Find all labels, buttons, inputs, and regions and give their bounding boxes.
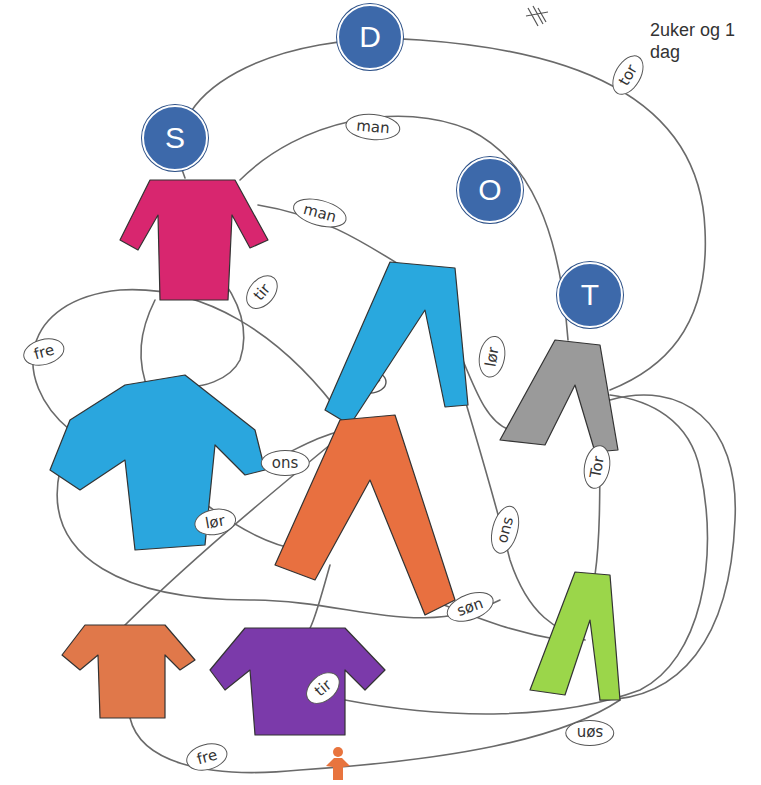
day-bubble: man: [290, 193, 350, 232]
day-name: fre: [195, 746, 219, 769]
day-name: lør: [204, 511, 226, 532]
day-name: tor: [615, 61, 641, 88]
day-bubble: tor: [606, 50, 650, 100]
day-bubble: søn: [566, 720, 615, 746]
day-bubble: fre: [20, 334, 68, 370]
green-pants: [530, 572, 620, 700]
day-bubble: ons: [486, 503, 524, 557]
note-text: 2uker og 1 dag: [650, 20, 750, 63]
day-bubble: tir: [240, 269, 284, 315]
day-bubble: ons: [261, 450, 310, 476]
figure-head: [333, 747, 343, 757]
wire: [130, 700, 620, 773]
circle-letter: D: [359, 22, 381, 52]
letter-circle: S: [142, 105, 208, 171]
circle-letter: S: [165, 123, 185, 153]
grey-pants: [500, 340, 618, 452]
figure-body: [326, 758, 350, 780]
day-name: lør: [481, 346, 502, 368]
letter-circle: T: [557, 262, 623, 328]
day-name: ons: [272, 454, 299, 472]
orange-shirt: [62, 625, 195, 718]
day-name: man: [302, 200, 339, 226]
scribble: [526, 6, 548, 26]
day-name: ons: [493, 515, 517, 545]
day-bubble: lør: [476, 334, 509, 379]
wire: [600, 395, 735, 700]
circle-letter: T: [581, 280, 599, 310]
day-bubble: fre: [183, 739, 231, 775]
day-name: man: [356, 117, 391, 138]
letter-circle: O: [457, 157, 523, 223]
circle-letter: O: [478, 175, 501, 205]
blue-pants: [325, 262, 468, 425]
day-name: tir: [311, 676, 335, 700]
day-name: søn: [454, 594, 485, 620]
day-name: Tor: [586, 455, 608, 480]
pink-shirt: [120, 180, 268, 300]
orange-pants: [275, 415, 455, 615]
blue-sweater: [50, 375, 265, 550]
day-name: tir: [250, 280, 274, 304]
purple-shirt: [210, 628, 385, 735]
day-name: søn: [577, 724, 604, 742]
letter-circle: D: [337, 4, 403, 70]
day-name: fre: [32, 341, 56, 364]
